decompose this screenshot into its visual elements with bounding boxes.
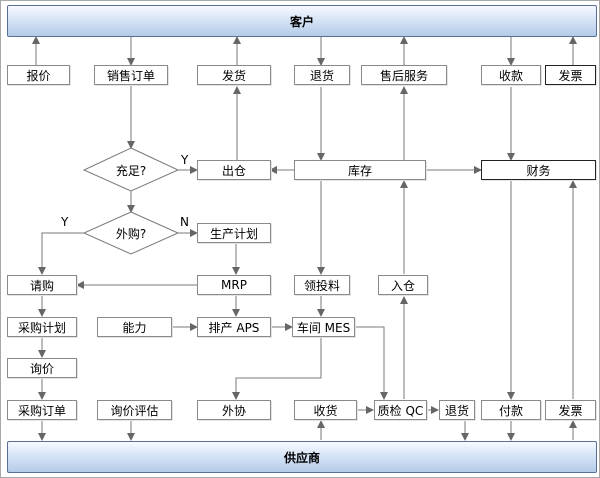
inventory-box: 库存 [294, 160, 426, 180]
inbound-box: 入仓 [378, 275, 428, 295]
branch-label-yes-sufficient: Y [181, 153, 189, 167]
sales-order-box: 销售订单 [94, 65, 168, 85]
purchase-plan-box: 采购计划 [7, 317, 77, 337]
invoice-box-top: 发票 [545, 65, 596, 85]
production-plan-box: 生产计划 [197, 223, 271, 243]
inquiry-box: 询价 [7, 358, 77, 378]
finance-box: 财务 [481, 160, 596, 180]
return-supplier-box: 退货 [439, 400, 475, 420]
invoice-box-bottom: 发票 [545, 400, 596, 420]
return-box: 退货 [294, 65, 350, 85]
purchase-order-box: 采购订单 [7, 400, 77, 420]
decision-outsource-label: 外购? [115, 226, 147, 241]
material-issue-box: 领投料 [294, 275, 350, 295]
after-sales-box: 售后服务 [361, 65, 447, 85]
mes-box: 车间 MES [292, 317, 355, 337]
mrp-box: MRP [197, 275, 271, 295]
supplier-bar: 供应商 [7, 441, 597, 473]
receiving-box: 收货 [294, 400, 357, 420]
decision-sufficient-shape [82, 147, 180, 192]
qc-box: 质检 QC [374, 400, 427, 420]
outsourcing-box: 外协 [197, 400, 271, 420]
quote-box: 报价 [7, 65, 70, 85]
ship-box: 发货 [197, 65, 271, 85]
branch-label-no-outsource: N [180, 215, 189, 229]
capacity-box: 能力 [97, 317, 172, 337]
decision-outsource-shape [82, 211, 180, 255]
customer-bar: 客户 [7, 5, 597, 37]
decision-sufficient-label: 充足? [115, 163, 147, 178]
inquiry-evaluation-box: 询价评估 [97, 400, 172, 420]
payment-box: 付款 [481, 400, 541, 420]
outbound-box: 出仓 [197, 160, 271, 180]
branch-label-yes-outsource: Y [61, 215, 69, 229]
aps-box: 排产 APS [197, 317, 271, 337]
purchase-request-box: 请购 [7, 275, 77, 295]
receipt-box: 收款 [481, 65, 541, 85]
